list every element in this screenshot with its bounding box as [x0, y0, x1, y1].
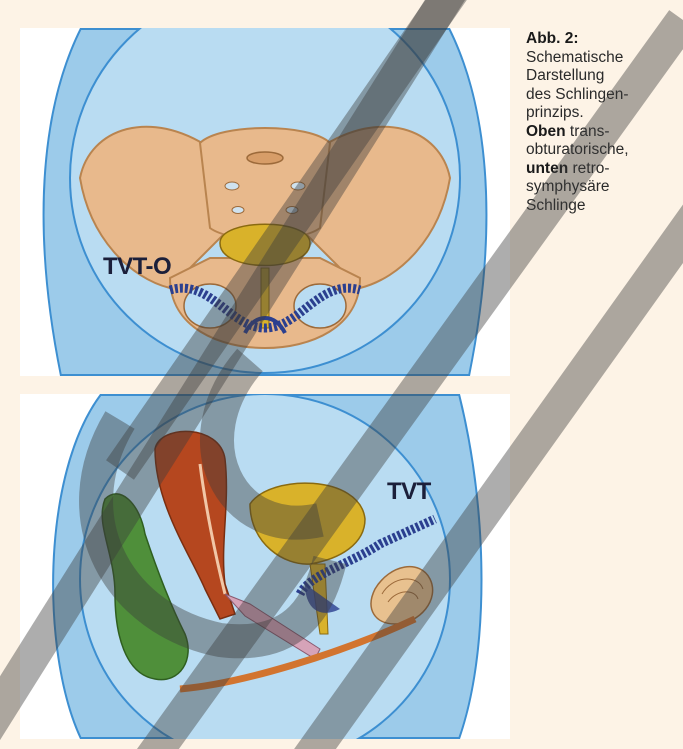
caption-unten-rest: retro-	[568, 160, 609, 177]
figure-top-tvto	[20, 28, 510, 376]
caption-oben: Oben	[526, 123, 566, 140]
caption-title: Abb. 2:	[526, 30, 579, 47]
tvto-label: TVT-O	[103, 253, 171, 281]
figure-caption: Abb. 2: Schematische Darstellung des Sch…	[526, 30, 676, 215]
caption-line: obturatorische,	[526, 141, 676, 160]
caption-line: Schlinge	[526, 197, 676, 216]
pelvis-frontal-illustration	[20, 28, 510, 376]
caption-line: Schematische	[526, 49, 676, 68]
tvt-label: TVT	[387, 478, 431, 506]
caption-unten: unten	[526, 160, 568, 177]
bladder	[220, 224, 310, 265]
caption-line: Darstellung	[526, 67, 676, 86]
figure-bottom-tvt	[20, 394, 510, 739]
sacrum	[200, 128, 330, 239]
caption-line: prinzips.	[526, 104, 676, 123]
caption-oben-rest: trans-	[566, 123, 610, 140]
pelvis-sagittal-illustration	[20, 394, 510, 739]
caption-line: des Schlingen-	[526, 86, 676, 105]
caption-line: symphysäre	[526, 178, 676, 197]
